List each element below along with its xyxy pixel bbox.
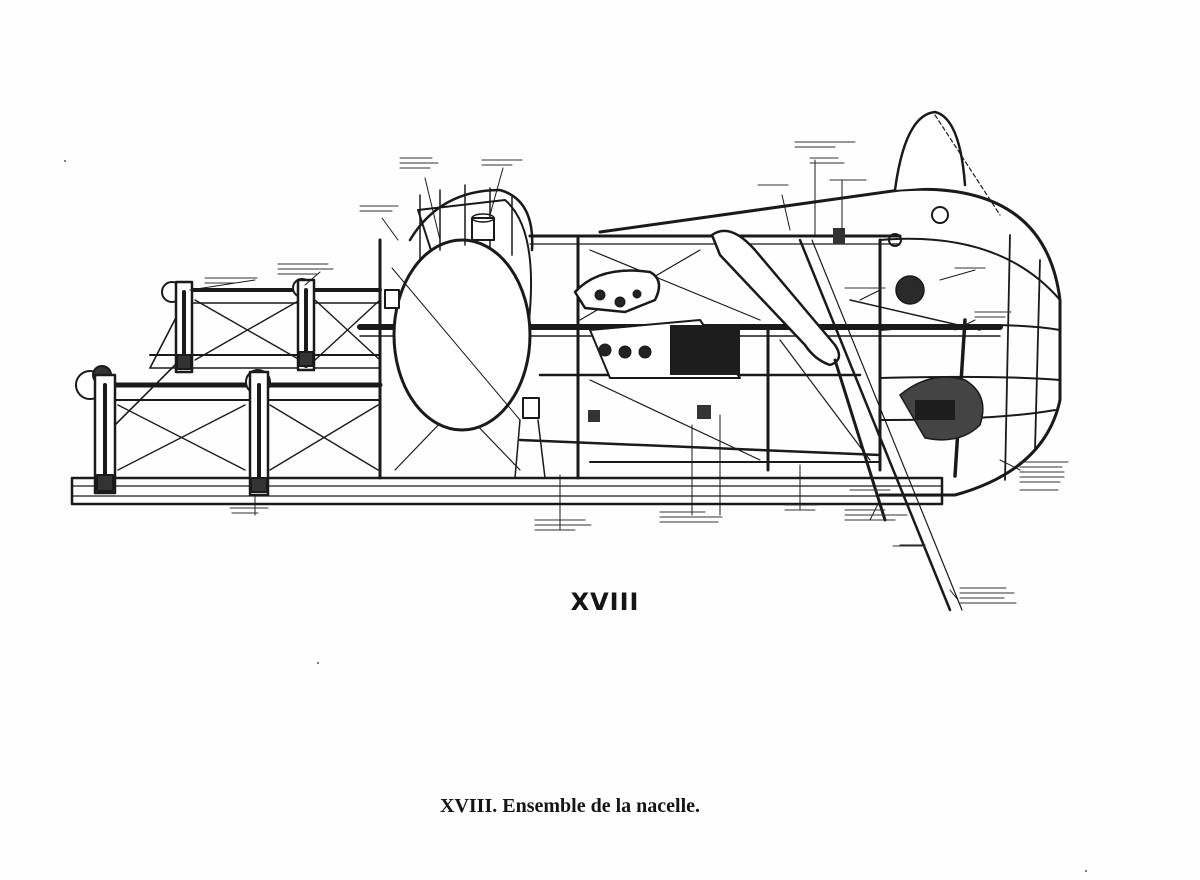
figure-caption: XVIII. Ensemble de la nacelle. xyxy=(440,795,700,817)
callout-scribbles xyxy=(204,141,1069,604)
plate-number: XVIII xyxy=(570,588,640,616)
paper-speck xyxy=(317,662,319,664)
rear-frame xyxy=(97,288,383,471)
front-mechanism xyxy=(384,228,984,479)
control-lever xyxy=(710,229,963,612)
pilot-seat xyxy=(573,269,741,379)
rear-fittings xyxy=(75,278,316,497)
front-cowling xyxy=(598,110,1062,497)
paper-speck xyxy=(1085,870,1087,872)
paper-speck xyxy=(64,160,66,162)
callout-leaders xyxy=(189,159,1021,601)
base-rail xyxy=(70,476,944,506)
fuel-tank xyxy=(391,184,534,432)
